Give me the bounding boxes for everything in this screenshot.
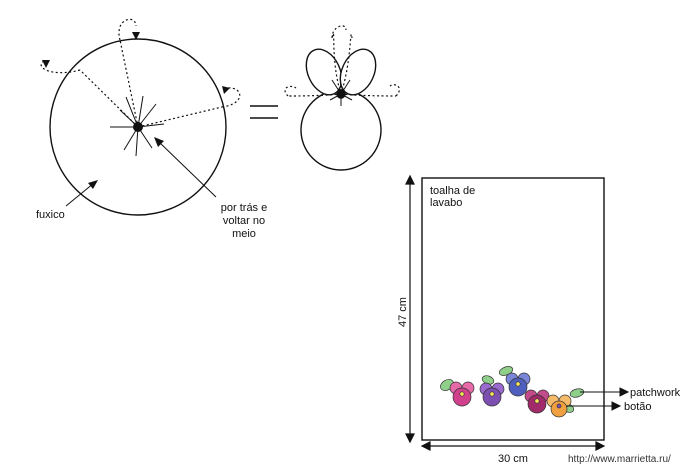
- width-label: 30 cm: [498, 453, 528, 465]
- leaf-icon: [569, 388, 585, 398]
- button-label: botão: [624, 401, 652, 413]
- watermark-text: http://www.marrietta.ru/: [568, 454, 671, 465]
- pansy-result-diagram: [284, 25, 400, 171]
- fuxico-label: fuxico: [36, 209, 65, 221]
- yoyo-circle: [49, 38, 227, 216]
- button-callout: [566, 401, 622, 411]
- height-dimension: [405, 174, 415, 444]
- fuxico-pointer: [65, 182, 95, 207]
- towel-diagram: toalha de lavabo 47 cm 30 cm: [397, 174, 681, 465]
- blue-pansy: [505, 372, 531, 397]
- orange-pansy: [546, 394, 572, 418]
- back-label-line2: voltar no: [223, 215, 265, 227]
- back-label-line3: meio: [232, 228, 256, 240]
- loop-arrowheads: [42, 32, 230, 94]
- width-dimension: [420, 441, 606, 451]
- pink-pansy: [449, 381, 475, 407]
- pansy-center-knot: [336, 89, 346, 99]
- height-label: 47 cm: [397, 297, 409, 327]
- pansy-petal-right: [339, 48, 377, 96]
- purple-pansy: [479, 382, 505, 407]
- magenta-pansy: [524, 389, 550, 414]
- back-label-line1: por trás e: [221, 202, 267, 214]
- towel-label-line1: toalha de: [430, 185, 475, 197]
- towel-outline: [421, 177, 605, 441]
- pansy-petal-left: [305, 48, 343, 96]
- yoyo-circle-diagram: fuxico por trás e voltar no meio: [36, 18, 267, 240]
- towel-label-line2: lavabo: [430, 197, 462, 209]
- patchwork-label: patchwork: [630, 387, 681, 399]
- equals-sign: [250, 105, 278, 119]
- flower-cluster: [440, 366, 585, 418]
- back-pointer: [157, 140, 217, 198]
- center-knot: [133, 122, 143, 132]
- patchwork-callout: [580, 387, 630, 397]
